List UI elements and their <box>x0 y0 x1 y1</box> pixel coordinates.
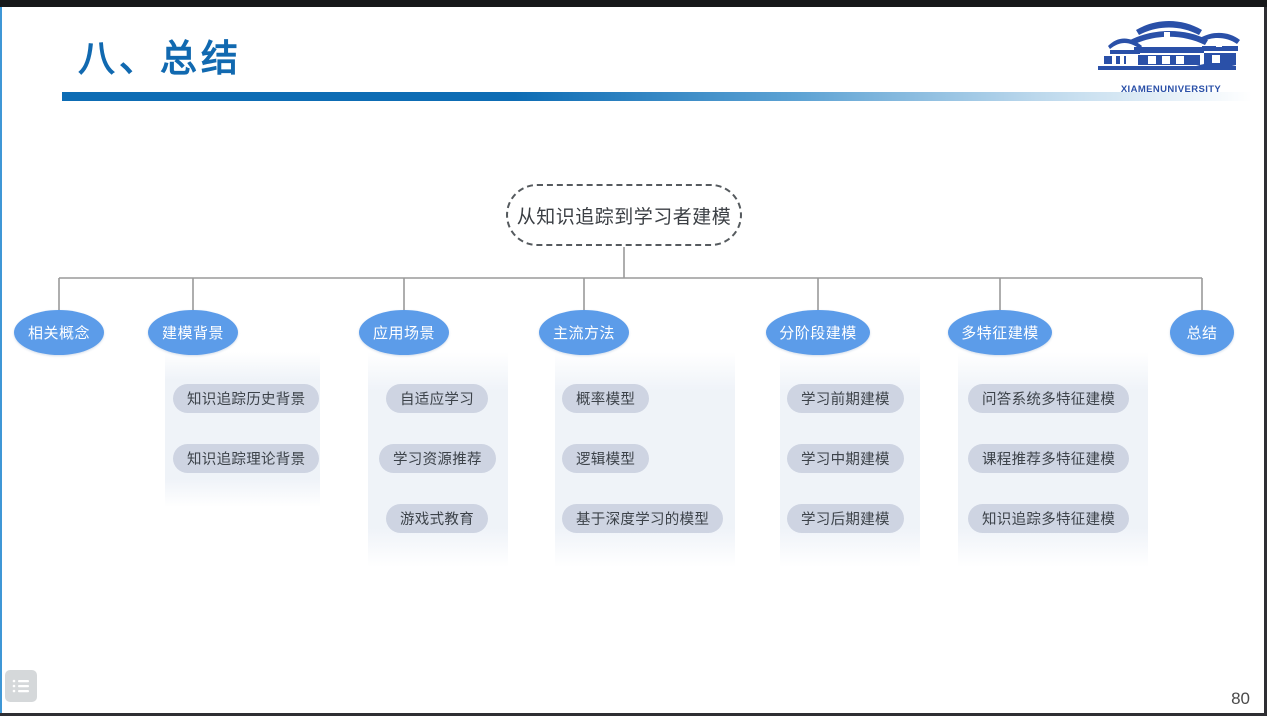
leaf-node[interactable]: 逻辑模型 <box>562 444 650 473</box>
leaf-node-label: 知识追踪多特征建模 <box>982 512 1116 528</box>
window-top-bar <box>0 0 1267 7</box>
branch-node-label: 应用场景 <box>372 325 435 342</box>
leaf-node[interactable]: 课程推荐多特征建模 <box>968 444 1130 473</box>
branch-node-5[interactable]: 分阶段建模 <box>766 310 870 355</box>
leaf-node-label: 知识追踪历史背景 <box>187 392 306 408</box>
leaf-node[interactable]: 知识追踪历史背景 <box>173 384 320 413</box>
branch-node-2[interactable]: 建模背景 <box>148 310 238 355</box>
branch-node-label: 总结 <box>1186 325 1218 342</box>
leaf-node-label: 逻辑模型 <box>576 452 636 468</box>
root-node[interactable]: 从知识追踪到学习者建模 <box>506 184 742 246</box>
window-right-edge <box>1264 7 1267 716</box>
branch-node-label: 多特征建模 <box>961 325 1039 342</box>
leaf-node[interactable]: 知识追踪理论背景 <box>173 444 320 473</box>
leaf-node-label: 问答系统多特征建模 <box>982 392 1116 408</box>
branch-node-label: 主流方法 <box>552 325 615 342</box>
column-band-1 <box>165 352 320 507</box>
leaf-node-label: 学习前期建模 <box>801 392 890 408</box>
leaf-node-label: 知识追踪理论背景 <box>187 452 306 468</box>
leaf-node[interactable]: 自适应学习 <box>386 384 488 413</box>
branch-node-7[interactable]: 总结 <box>1170 310 1234 355</box>
xiamen-university-crest-icon: XIAMENUNIVERSITY <box>1096 20 1246 95</box>
branch-node-label: 建模背景 <box>161 325 224 342</box>
page-number: 80 <box>1231 689 1250 708</box>
leaf-node[interactable]: 基于深度学习的模型 <box>562 504 724 533</box>
window-left-edge <box>0 7 2 716</box>
branch-node-4[interactable]: 主流方法 <box>539 310 629 355</box>
leaf-node-label: 概率模型 <box>576 392 636 408</box>
branch-node-label: 分阶段建模 <box>779 325 857 342</box>
leaf-node-label: 游戏式教育 <box>400 512 474 528</box>
leaf-node-label: 课程推荐多特征建模 <box>982 452 1116 468</box>
branch-node-6[interactable]: 多特征建模 <box>948 310 1052 355</box>
leaf-node[interactable]: 游戏式教育 <box>386 504 488 533</box>
leaf-node-label: 学习后期建模 <box>801 512 890 528</box>
leaf-node-label: 基于深度学习的模型 <box>576 512 710 528</box>
leaf-node-label: 自适应学习 <box>400 392 474 408</box>
leaf-node-label: 学习资源推荐 <box>393 452 482 468</box>
logo-text: XIAMENUNIVERSITY <box>1120 84 1222 95</box>
branch-node-3[interactable]: 应用场景 <box>359 310 449 355</box>
branch-node-1[interactable]: 相关概念 <box>14 310 104 355</box>
leaf-node[interactable]: 问答系统多特征建模 <box>968 384 1130 413</box>
leaf-node[interactable]: 知识追踪多特征建模 <box>968 504 1130 533</box>
leaf-node[interactable]: 学习资源推荐 <box>379 444 496 473</box>
title-underline-rule <box>62 92 1252 101</box>
leaf-node[interactable]: 学习前期建模 <box>787 384 904 413</box>
list-menu-icon[interactable] <box>5 670 37 702</box>
leaf-node[interactable]: 概率模型 <box>562 384 650 413</box>
leaf-node[interactable]: 学习后期建模 <box>787 504 904 533</box>
leaf-node-label: 学习中期建模 <box>801 452 890 468</box>
branch-node-label: 相关概念 <box>27 325 90 342</box>
leaf-node[interactable]: 学习中期建模 <box>787 444 904 473</box>
root-node-label: 从知识追踪到学习者建模 <box>516 206 732 228</box>
window-bottom-edge <box>0 713 1267 716</box>
page-title: 八、总结 <box>78 38 242 79</box>
